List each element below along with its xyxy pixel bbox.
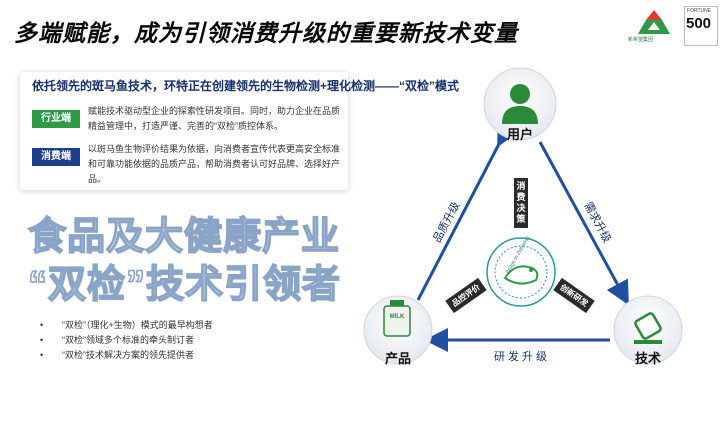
page-title: 多端赋能，成为引领消费升级的重要新技术变量: [14, 20, 518, 46]
edge-right: [538, 141, 629, 306]
logo-text: 新希望集团: [628, 37, 654, 43]
node-user-label: 用户: [506, 127, 533, 142]
node-tech-label: 技术: [634, 351, 661, 366]
user-icon: [502, 84, 538, 124]
milk-icon: [383, 300, 411, 337]
headline-line2: “双检”技术引领者: [27, 263, 342, 307]
bullet-item: “双检”技术解决方案的领先提供者: [36, 348, 213, 363]
tag-consumer: 消费端: [32, 148, 80, 166]
panel-subhead: 依托领先的斑马鱼技术，环特正在创建领先的生物检测+理化检测——“双检”模式: [32, 79, 460, 93]
box-consumer-decision: 消费决策: [514, 178, 528, 228]
side-bottom-label: 研发升级: [494, 351, 550, 363]
milk-label: MILK: [389, 314, 405, 320]
fortune-number: 500: [686, 15, 712, 32]
center-circle: [486, 237, 556, 307]
consumer-text: 以斑马鱼生物评价结果为依据，向消费者宣传代表更高安全标准和可靠功能依据的品质产品…: [88, 144, 341, 184]
industry-text: 赋能技术驱动型企业的探索性研发项目。同时，助力企业在品质精益管理中，打造严谨、完…: [88, 106, 341, 131]
zebrafish-icon: [503, 265, 539, 285]
tag-industry: 行业端: [32, 110, 80, 128]
fortune-label: FORTUNE: [687, 8, 712, 14]
bullet-item: “双检”领域多个标准的牵头制订者: [36, 333, 213, 348]
edge-left: [416, 120, 519, 301]
headline-line1: 食品及大健康产业: [27, 215, 341, 259]
node-product-label: 产品: [384, 351, 411, 366]
company-logo: [638, 10, 670, 34]
node-tech: [613, 295, 683, 365]
fortune-badge: FORTUNE 500: [684, 6, 718, 46]
info-panel: [20, 72, 348, 190]
microscope-icon: [634, 312, 662, 344]
bullet-item: “双检”（理化+生物）模式的最早构想者: [36, 318, 213, 333]
bullet-list: “双检”（理化+生物）模式的最早构想者 “双检”领域多个标准的牵头制订者 “双检…: [36, 318, 213, 363]
